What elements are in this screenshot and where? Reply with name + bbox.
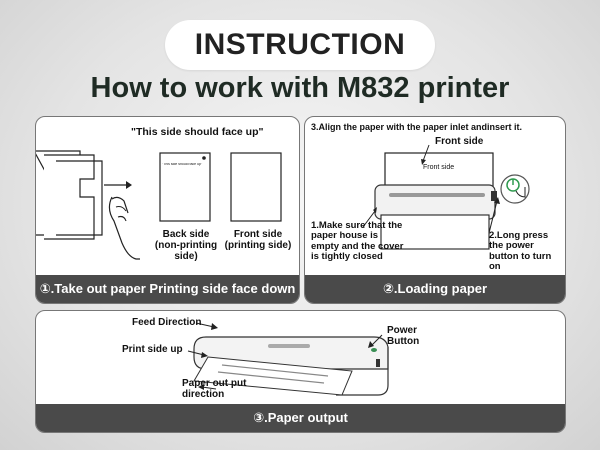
button-text: Button bbox=[387, 336, 420, 347]
step-1-text: 1.Make sure that the paper house is empt… bbox=[311, 220, 404, 263]
step-2-text: 2.Long press the power button to turn on bbox=[489, 230, 552, 273]
power-text: Power bbox=[387, 325, 418, 336]
face-up-label: "This side should face up" bbox=[131, 126, 264, 138]
power-button-label: Power Button bbox=[387, 325, 419, 347]
paper-stack-illustration bbox=[36, 150, 282, 260]
step-3-footer: ③.Paper output bbox=[36, 404, 565, 432]
loading-illustration bbox=[362, 144, 530, 250]
step-1-footer: ①.Take out paper Printing side face down bbox=[36, 275, 299, 303]
direction-text: direction bbox=[182, 389, 225, 400]
print-side-up-label: Print side up bbox=[122, 344, 183, 355]
step-2-panel: 3.Align the paper with the paper inlet a… bbox=[304, 116, 566, 304]
paper-front-side-text: Front side bbox=[423, 164, 455, 171]
back-side-label: Back side (non-printing side) bbox=[150, 229, 222, 262]
output-illustration bbox=[187, 322, 389, 396]
instruction-title: INSTRUCTION bbox=[165, 20, 435, 70]
front-side-label: Front side (printing side) bbox=[222, 229, 294, 251]
step-1-panel: "This side should face up" "This side sh… bbox=[35, 116, 300, 304]
step-3-panel: Feed Direction Print side up Paper out p… bbox=[35, 310, 566, 433]
step-3-text: 3.Align the paper with the paper inlet a… bbox=[311, 122, 523, 132]
front-side-title: Front side bbox=[233, 229, 283, 240]
back-side-subtitle: (non-printing side) bbox=[154, 240, 218, 262]
page-subtitle: How to work with M832 printer bbox=[90, 72, 510, 104]
small-sheet-text: "This side should face up" bbox=[162, 163, 203, 166]
feed-direction-label: Feed Direction bbox=[132, 317, 202, 328]
paper-output-text: Paper out put bbox=[182, 378, 247, 389]
paper-output-direction-label: Paper out put direction bbox=[182, 378, 246, 400]
back-side-title: Back side bbox=[162, 229, 210, 240]
front-side-pointer-label: Front side bbox=[435, 136, 484, 147]
step-2-footer: ②.Loading paper bbox=[305, 275, 565, 303]
front-side-subtitle: (printing side) bbox=[224, 240, 292, 251]
